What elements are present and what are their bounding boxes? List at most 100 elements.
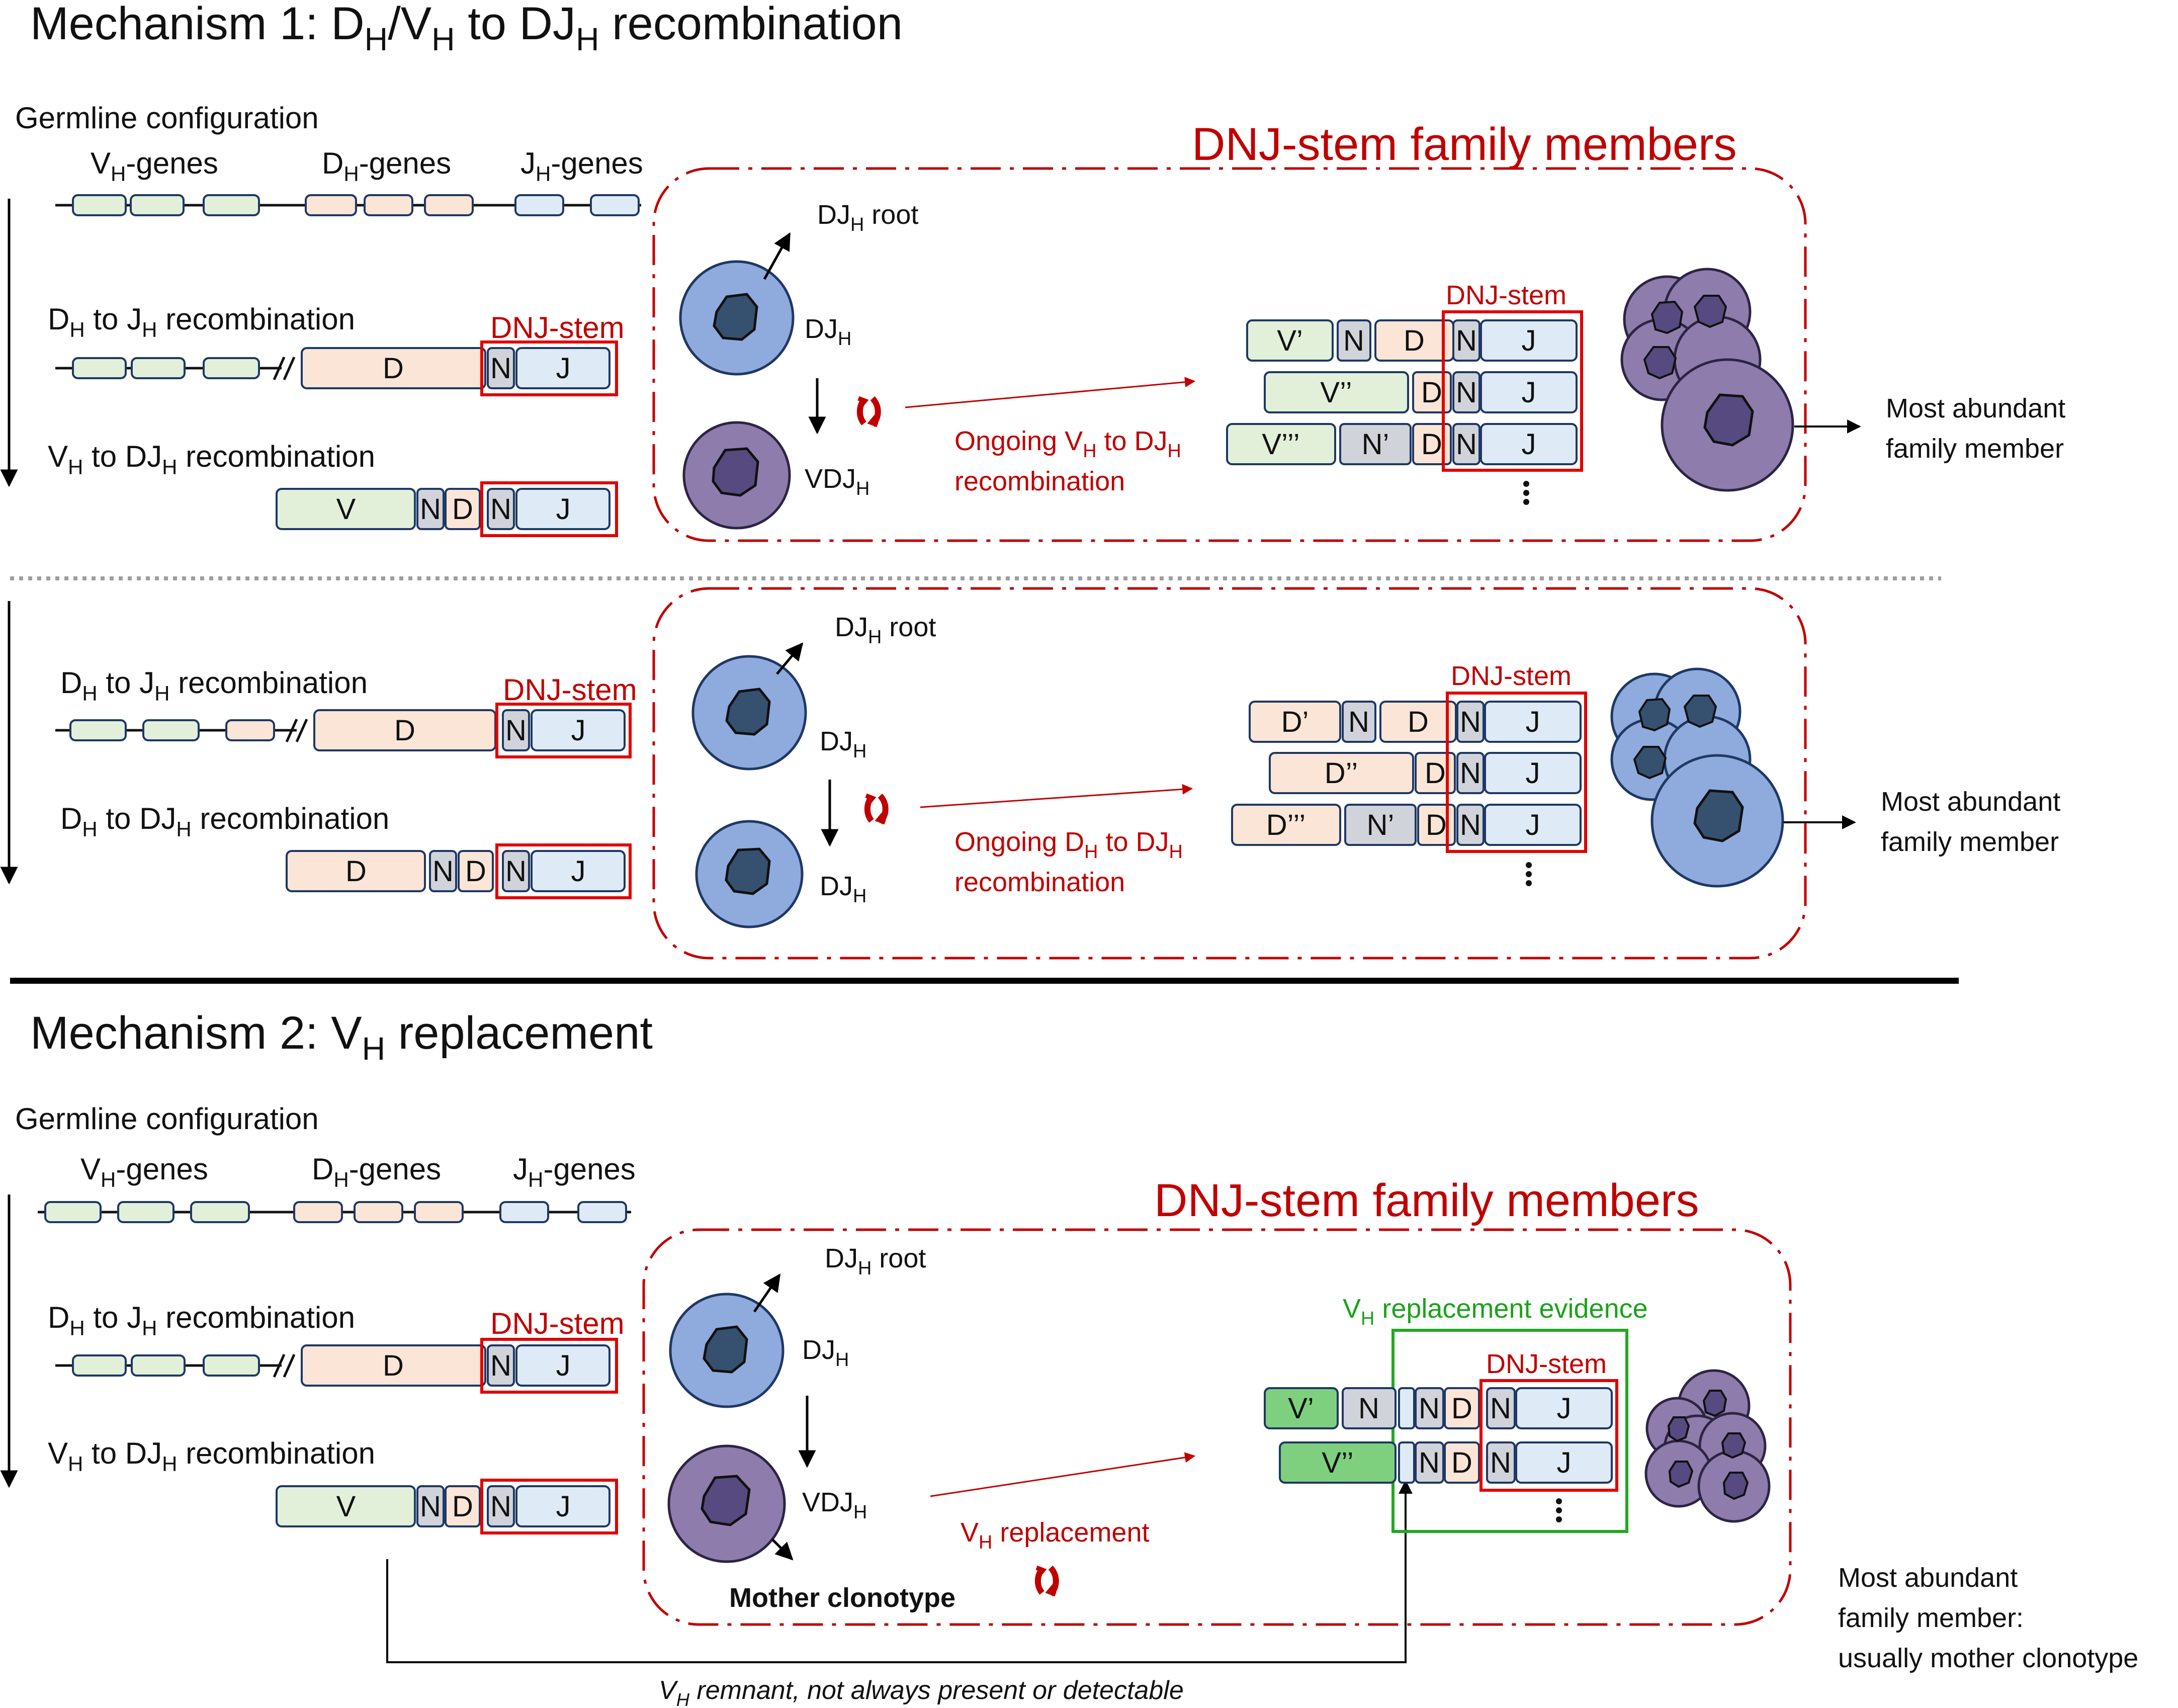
svg-text:D: D: [1426, 809, 1447, 841]
mid-dj-cell1-label: DJH: [820, 726, 866, 762]
m2-jh-genes-label: JH-genes: [513, 1152, 636, 1191]
mid-dj-recomb-label: DH to JH recombination: [60, 666, 368, 705]
m2-family-row-1: V’ N N D N J: [1264, 1387, 1613, 1429]
svg-text:N: N: [1456, 324, 1477, 357]
svg-text:N: N: [490, 493, 511, 526]
mid-ongoing-label-2: recombination: [954, 867, 1125, 897]
vdj-cell-label: VDJH: [805, 464, 869, 499]
svg-text:D: D: [345, 855, 367, 888]
svg-text:N: N: [1460, 706, 1481, 738]
svg-text:N: N: [490, 1490, 511, 1523]
mid-dj-cell2-label: DJH: [820, 871, 866, 907]
evidence-box: [1391, 1329, 1628, 1533]
m2-dj-recomb-label: DH to JH recombination: [48, 1301, 355, 1340]
m2-most-abundant-l3: usually mother clonotype: [1838, 1643, 2138, 1673]
replacement-label: VH replacement: [961, 1517, 1150, 1553]
svg-text:V’: V’: [1288, 1392, 1314, 1425]
svg-text:D: D: [383, 352, 404, 385]
most-abundant-1-l1: Most abundant: [1886, 393, 2065, 423]
svg-text:N: N: [505, 714, 527, 747]
svg-text:V: V: [336, 1490, 356, 1523]
m2-dnj-stem-box: [1479, 1379, 1618, 1492]
dj-recomb-label: DH to JH recombination: [48, 302, 355, 341]
mid-dj-cell-2: [695, 820, 804, 928]
svg-text:J: J: [556, 1490, 571, 1523]
family-row-1: V’ N D N J: [1246, 319, 1578, 362]
clone-cluster-1: [1620, 268, 1794, 492]
svg-text:J: J: [556, 1349, 571, 1382]
m2-dnj-stem-family-label: DNJ-stem: [1486, 1349, 1607, 1379]
svg-text:D: D: [1421, 376, 1442, 409]
dnj-stem-family-label: DNJ-stem: [1446, 280, 1566, 310]
dnj-stem-label: DNJ-stem: [490, 311, 625, 345]
mid-family-row-2: D’’ D N J: [1269, 752, 1582, 794]
dnj-stem-family-box: [1442, 310, 1583, 472]
mid-family-row-3: D’’’ N’ D N J: [1231, 804, 1582, 846]
dh-genes-label: DH-genes: [322, 146, 451, 186]
svg-text:V: V: [336, 493, 356, 526]
svg-text:J: J: [556, 352, 571, 385]
m2-vdj-cell: [667, 1444, 786, 1563]
vh-genes-label: VH-genes: [91, 146, 218, 186]
mid-family-row-1: D’ N D N J: [1249, 701, 1582, 743]
svg-text:J: J: [571, 855, 586, 888]
vdj-recomb-label: VH to DJH recombination: [48, 440, 375, 479]
svg-text:D: D: [1404, 324, 1425, 357]
svg-text:J: J: [1557, 1392, 1572, 1425]
clone-cluster-2: [1610, 667, 1784, 888]
mechanism1-title: Mechanism 1: DH/VH to DJH recombination: [30, 0, 903, 57]
svg-text:J: J: [1522, 428, 1536, 461]
most-abundant-2-l2: family member: [1881, 827, 2059, 857]
most-abundant-1-l2: family member: [1886, 434, 2064, 464]
svg-text:D: D: [452, 493, 473, 526]
m2-ellipsis: [1556, 1498, 1562, 1522]
dj-root-label: DJH root: [817, 200, 918, 235]
svg-text:N: N: [432, 855, 454, 888]
svg-text:J: J: [556, 493, 571, 526]
mechanism2-title: Mechanism 2: VH replacement: [30, 1007, 653, 1067]
m2-dj-root-label: DJH root: [825, 1243, 926, 1279]
svg-text:D: D: [1408, 706, 1429, 738]
svg-text:N’: N’: [1362, 428, 1389, 461]
svg-text:J: J: [1526, 809, 1540, 841]
m2-dj-cell: [669, 1293, 785, 1408]
svg-text:D: D: [1425, 757, 1446, 790]
svg-text:J: J: [1522, 324, 1536, 357]
svg-text:N: N: [1358, 1392, 1379, 1425]
dnj-stem-box: [480, 340, 618, 396]
vdj-strand: V N D N J: [276, 481, 618, 537]
mid-ddj-recomb-label: DH to DJH recombination: [60, 802, 389, 841]
svg-text:J: J: [1526, 706, 1540, 738]
germline-strand: [55, 194, 641, 216]
svg-text:D: D: [1451, 1392, 1472, 1425]
ongoing-arrow: [905, 377, 1196, 408]
clone-cluster-3: [1644, 1369, 1771, 1523]
ellipsis: [1523, 481, 1529, 505]
svg-text:D: D: [1421, 428, 1442, 461]
svg-text:N: N: [1419, 1392, 1440, 1425]
remnant-label: VH remnant, not always present or detect…: [659, 1676, 1184, 1708]
family-row-2: V’’ D N J: [1264, 371, 1578, 413]
m2-cycle-icon: [1034, 1565, 1059, 1597]
svg-text:D: D: [383, 1349, 404, 1382]
svg-text:N: N: [1348, 706, 1369, 738]
m2-most-abundant-l1: Most abundant: [1838, 1563, 2018, 1593]
mid-root-arrow: [776, 642, 804, 675]
mid-dj-strand: D N J: [55, 703, 632, 758]
m2-dj-cell-label: DJH: [802, 1335, 849, 1371]
svg-text:J: J: [1526, 757, 1540, 790]
svg-text:N: N: [1419, 1446, 1440, 1479]
svg-text:N: N: [1490, 1392, 1511, 1425]
evidence-label: VH replacement evidence: [1343, 1294, 1648, 1329]
mid-ellipsis: [1526, 862, 1532, 886]
mother-arrow: [771, 1538, 794, 1561]
jh-genes-label: JH-genes: [520, 146, 643, 186]
svg-text:V’’: V’’: [1322, 1446, 1353, 1479]
mid-ddj-strand: D N D N J: [286, 843, 632, 899]
ongoing-label-2: recombination: [954, 466, 1125, 496]
vdj-cell: [682, 421, 791, 530]
m2-dnj-stem-label: DNJ-stem: [490, 1307, 625, 1340]
family-box-3: [642, 1228, 1792, 1626]
mother-clonotype-label: Mother clonotype: [729, 1583, 955, 1613]
